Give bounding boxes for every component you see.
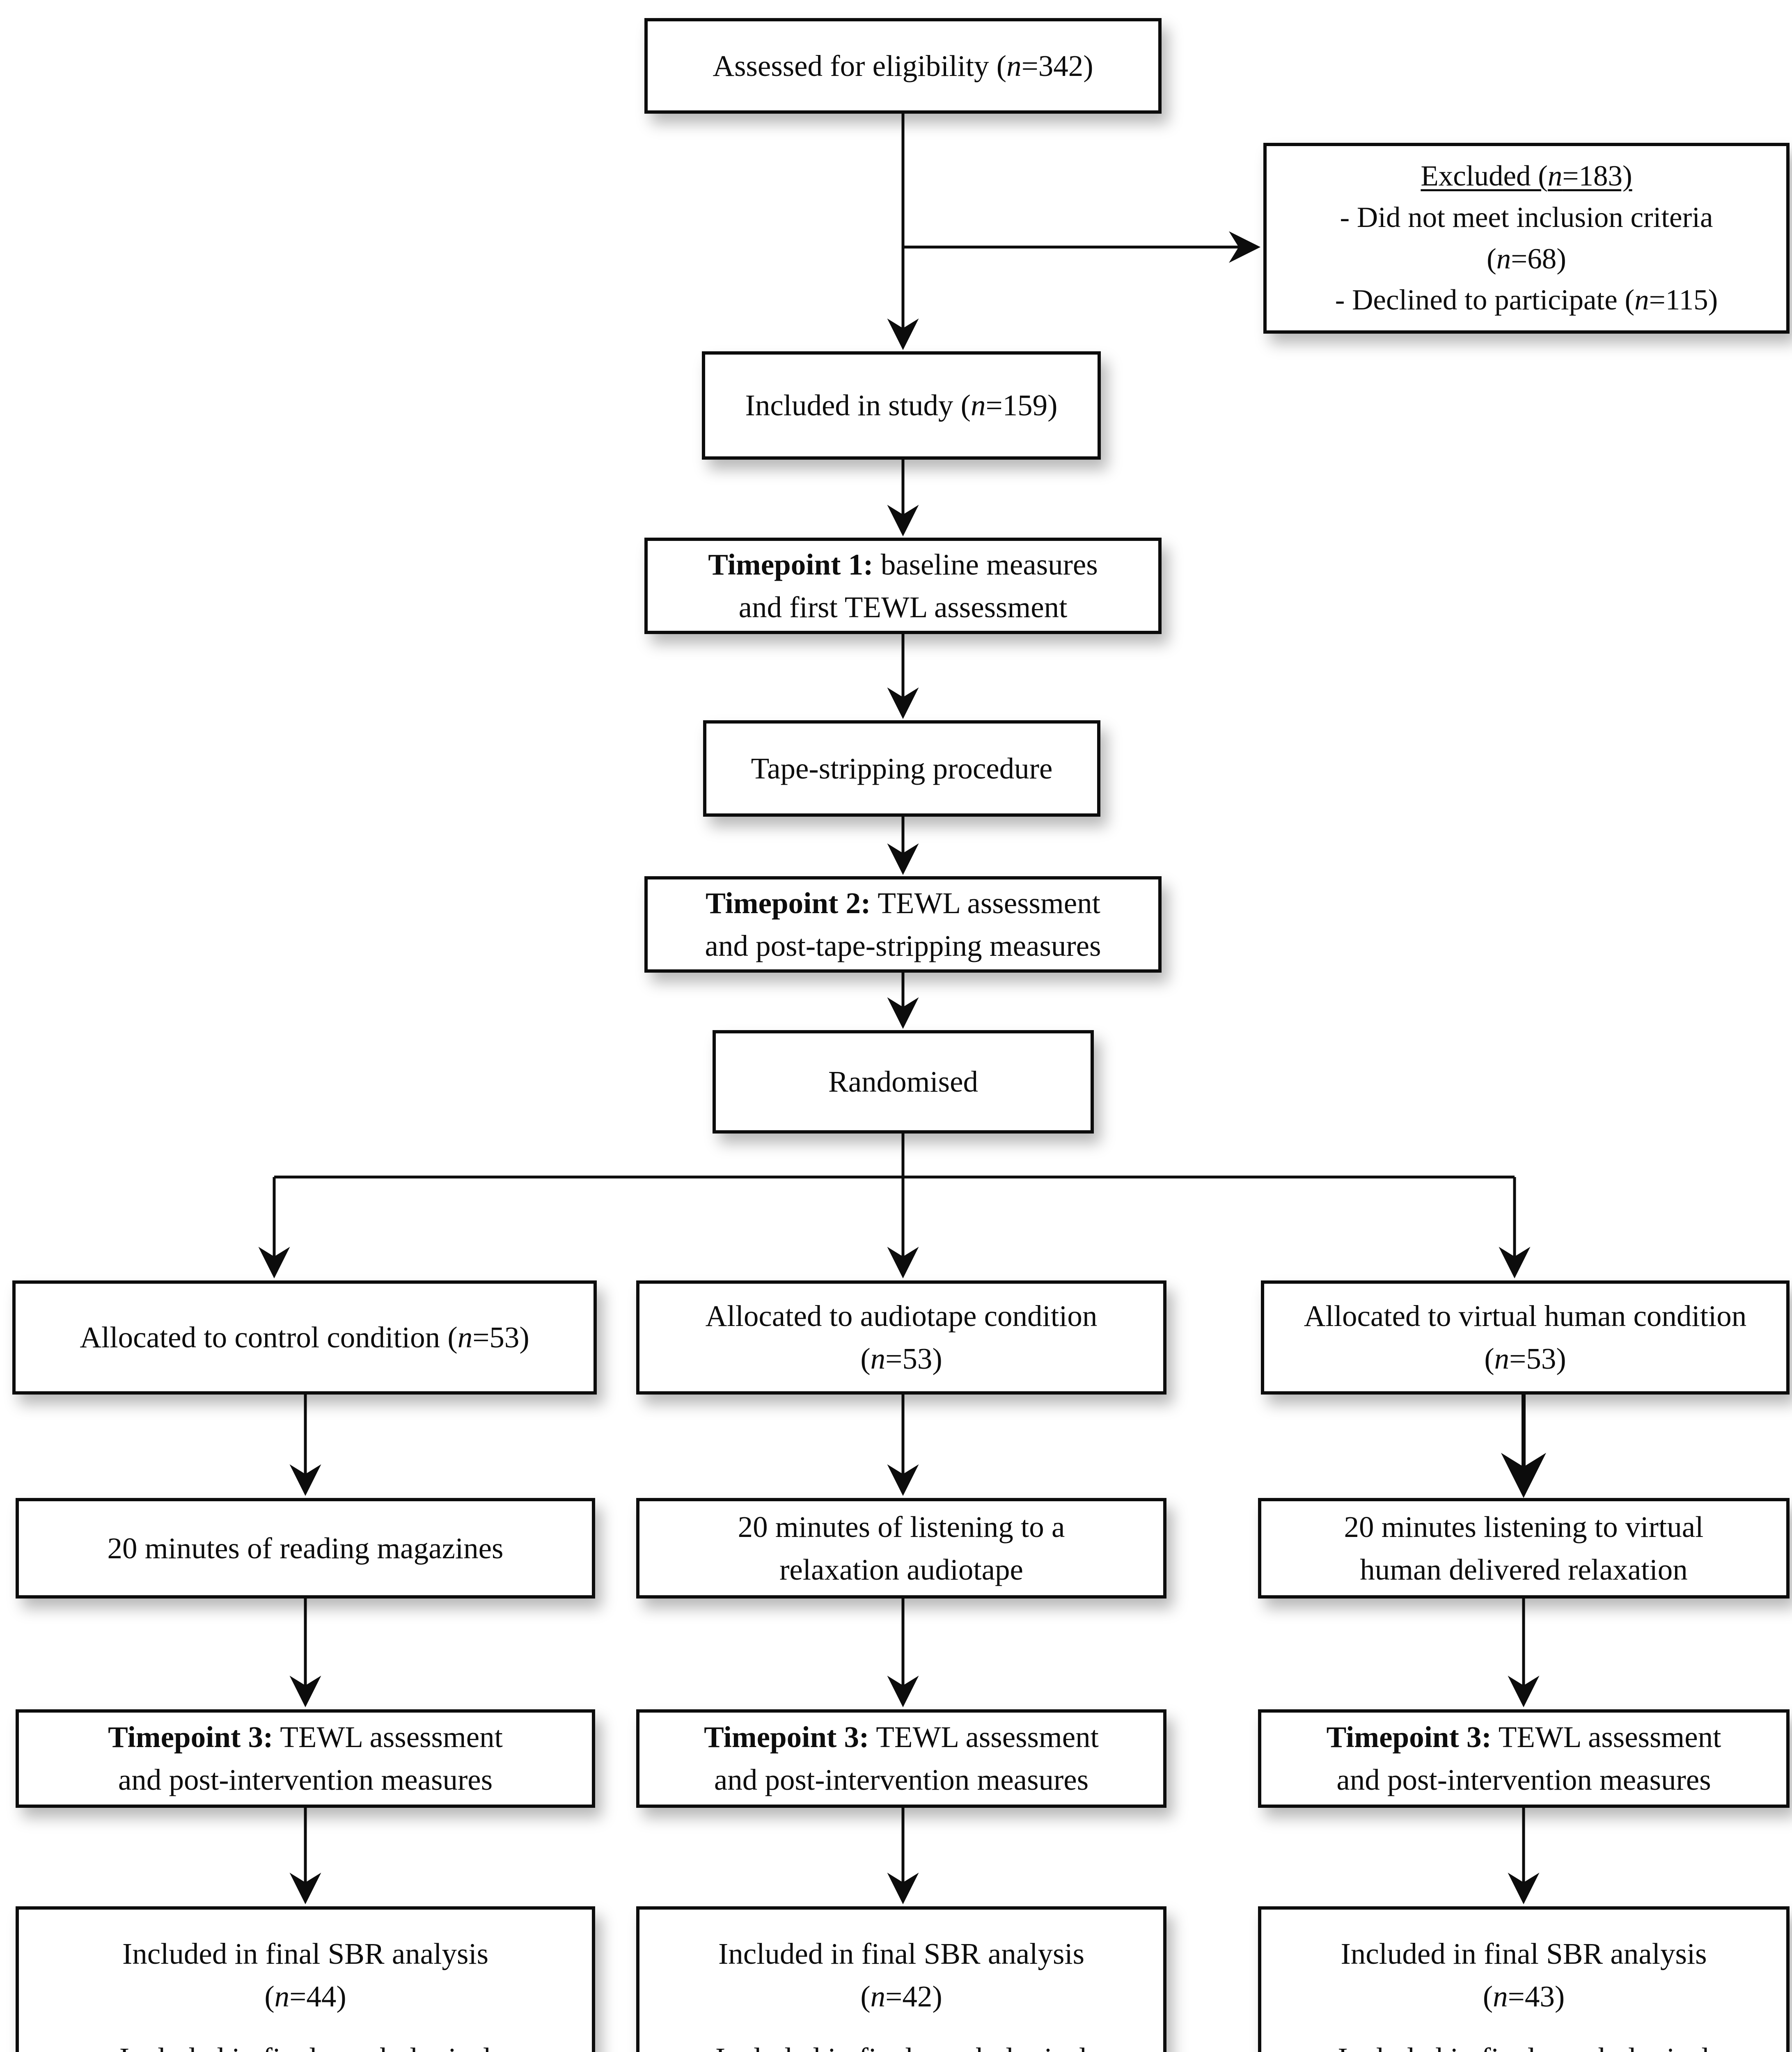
outcome-item: Included in final psychologicalanalyses … <box>119 2037 491 2052</box>
allocation-text: Allocated to audiotape condition(n=53) <box>705 1299 1098 1375</box>
box-final-analyses-audiotape: Included in final SBR analysis(n=42) Inc… <box>636 1906 1166 2052</box>
box-included-in-study: Included in study (n=159) <box>702 351 1101 460</box>
outcome-item: Included in final SBR analysis(n=42) <box>718 1937 1085 2013</box>
assessed-text: Assessed for eligibility (n=342) <box>713 49 1093 82</box>
outcome-item: Included in final SBR analysis(n=43) <box>1341 1937 1707 2013</box>
box-randomised: Randomised <box>713 1030 1094 1134</box>
box-assessed-for-eligibility: Assessed for eligibility (n=342) <box>644 18 1162 114</box>
box-tape-stripping: Tape-stripping procedure <box>703 720 1100 817</box>
excluded-title: Excluded (n=183) <box>1421 160 1632 192</box>
box-allocation-audiotape: Allocated to audiotape condition(n=53) <box>636 1280 1166 1395</box>
box-allocation-control: Allocated to control condition (n=53) <box>12 1280 597 1395</box>
outcome-item: Included in final SBR analysis(n=44) <box>122 1937 489 2013</box>
intervention-text: 20 minutes of reading magazines <box>107 1531 504 1565</box>
allocation-text: Allocated to virtual human condition(n=5… <box>1304 1299 1747 1375</box>
excluded-item: - Did not meet inclusion criteria(n=68) <box>1340 201 1713 275</box>
box-allocation-virtual-human: Allocated to virtual human condition(n=5… <box>1261 1280 1790 1395</box>
tape-stripping-text: Tape-stripping procedure <box>751 751 1053 785</box>
box-intervention-control: 20 minutes of reading magazines <box>16 1498 595 1599</box>
outcome-item: Included in final psychologicalanalyses … <box>1338 2037 1710 2052</box>
box-final-analyses-control: Included in final SBR analysis(n=44) Inc… <box>16 1906 595 2052</box>
box-excluded: Excluded (n=183) - Did not meet inclusio… <box>1263 143 1790 334</box>
allocation-text: Allocated to control condition (n=53) <box>80 1321 529 1354</box>
included-text: Included in study (n=159) <box>745 389 1058 422</box>
excluded-item: - Declined to participate (n=115) <box>1335 284 1718 316</box>
box-final-analyses-virtual-human: Included in final SBR analysis(n=43) Inc… <box>1258 1906 1790 2052</box>
randomised-text: Randomised <box>828 1065 978 1099</box>
outcome-item: Included in final psychologicalanalyses … <box>715 2037 1087 2052</box>
